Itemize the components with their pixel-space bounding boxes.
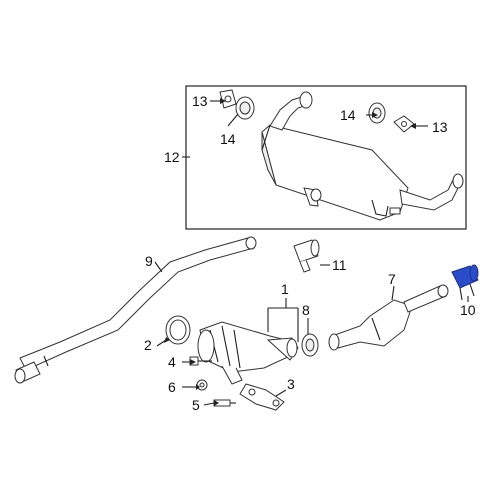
callout-2: 2 (144, 337, 152, 353)
callout-13-right: 13 (432, 119, 448, 135)
callout-3: 3 (287, 376, 295, 392)
part-14-insulator-right[interactable] (368, 102, 386, 124)
callout-14-left: 14 (220, 131, 236, 147)
callout-4: 4 (168, 354, 176, 370)
callout-8: 8 (302, 302, 310, 318)
callout-9: 9 (145, 253, 153, 269)
part-14-insulator-left[interactable] (235, 96, 255, 120)
part-2-gasket[interactable] (165, 315, 191, 345)
callout-12: 12 (164, 149, 180, 165)
part-3-gasket-plate[interactable] (239, 383, 285, 411)
callout-14-right: 14 (340, 107, 356, 123)
part-8-clamp[interactable] (301, 333, 319, 357)
callout-6: 6 (168, 379, 176, 395)
callout-5: 5 (192, 397, 200, 413)
part-9-intermediate-pipe[interactable] (14, 236, 257, 384)
part-11-clamp[interactable] (293, 239, 320, 273)
callout-11: 11 (332, 257, 347, 273)
rear-muffler[interactable] (261, 91, 464, 221)
callout-1: 1 (281, 281, 289, 297)
leader-lines (154, 100, 469, 406)
part-6-nut[interactable] (196, 379, 208, 391)
callout-13-left: 13 (192, 93, 208, 109)
part-1-catalytic-converter[interactable] (197, 321, 299, 385)
part-10-clamp-highlighted[interactable] (451, 264, 479, 301)
arrowheads (164, 98, 416, 406)
callout-labels: 13 14 12 14 13 9 11 1 8 7 10 2 4 6 5 3 (144, 93, 476, 413)
callout-10: 10 (460, 302, 476, 318)
part-7-front-pipe[interactable] (328, 284, 449, 351)
callout-7: 7 (388, 271, 396, 287)
